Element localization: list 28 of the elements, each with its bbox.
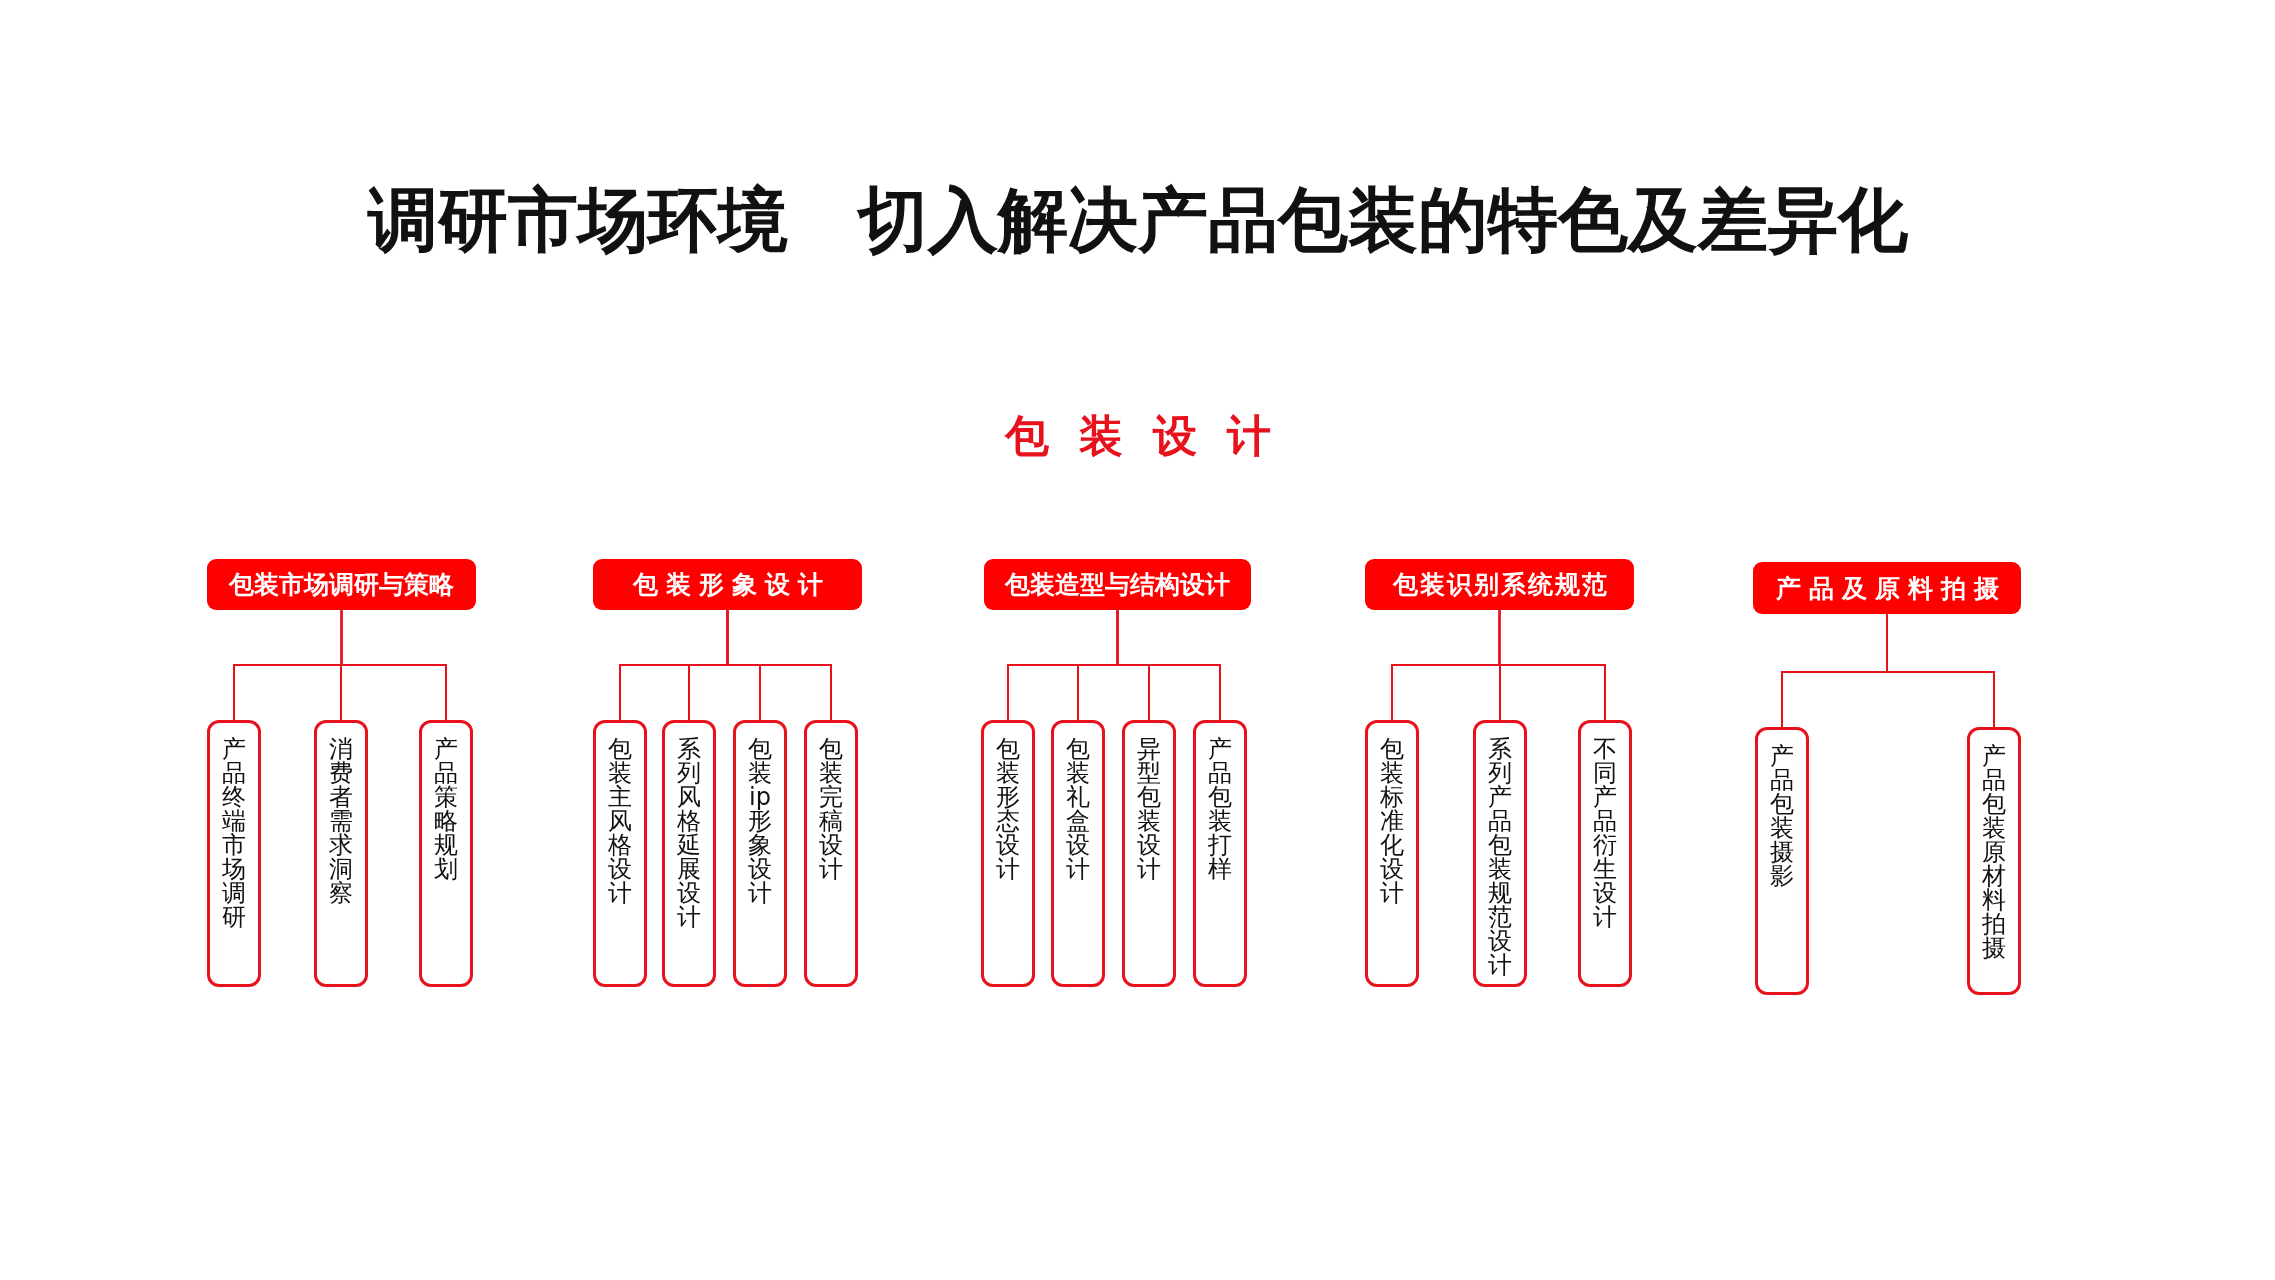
item-box: 系列产品包装规范设计 <box>1473 720 1527 987</box>
subtitle: 包装设计 <box>1003 410 1302 463</box>
item-box: 产品包装原材料拍摄 <box>1967 727 2021 995</box>
item-box: 系列风格延展设计 <box>662 720 716 987</box>
item-box: 包装主风格设计 <box>593 720 647 987</box>
item-box: 产品策略规划 <box>419 720 473 987</box>
connector <box>340 609 447 721</box>
item-box: 不同产品衍生设计 <box>1578 720 1632 987</box>
connector <box>1886 613 1995 728</box>
item-box: 包装ip形象设计 <box>733 720 787 987</box>
item-box: 包装形态设计 <box>981 720 1035 987</box>
item-box: 产品包装打样 <box>1193 720 1247 987</box>
category-header: 产品及原料拍摄 <box>1753 562 2021 614</box>
item-box: 产品包装摄影 <box>1755 727 1809 995</box>
item-box: 包装标准化设计 <box>1365 720 1419 987</box>
category-header: 包装识别系统规范 <box>1365 559 1634 610</box>
connector <box>1498 609 1606 721</box>
category-header: 包装造型与结构设计 <box>984 559 1251 610</box>
connector <box>726 609 832 721</box>
connector <box>1116 609 1221 721</box>
item-box: 包装完稿设计 <box>804 720 858 987</box>
title: 调研市场环境 切入解决产品包装的特色及差异化 <box>366 178 1909 262</box>
item-box: 消费者需求洞察 <box>314 720 368 987</box>
category-header: 包装市场调研与策略 <box>207 559 476 610</box>
item-box: 异型包装设计 <box>1122 720 1176 987</box>
item-box: 产品终端市场调研 <box>207 720 261 987</box>
item-box: 包装礼盒设计 <box>1051 720 1105 987</box>
category-header: 包装形象设计 <box>593 559 862 610</box>
